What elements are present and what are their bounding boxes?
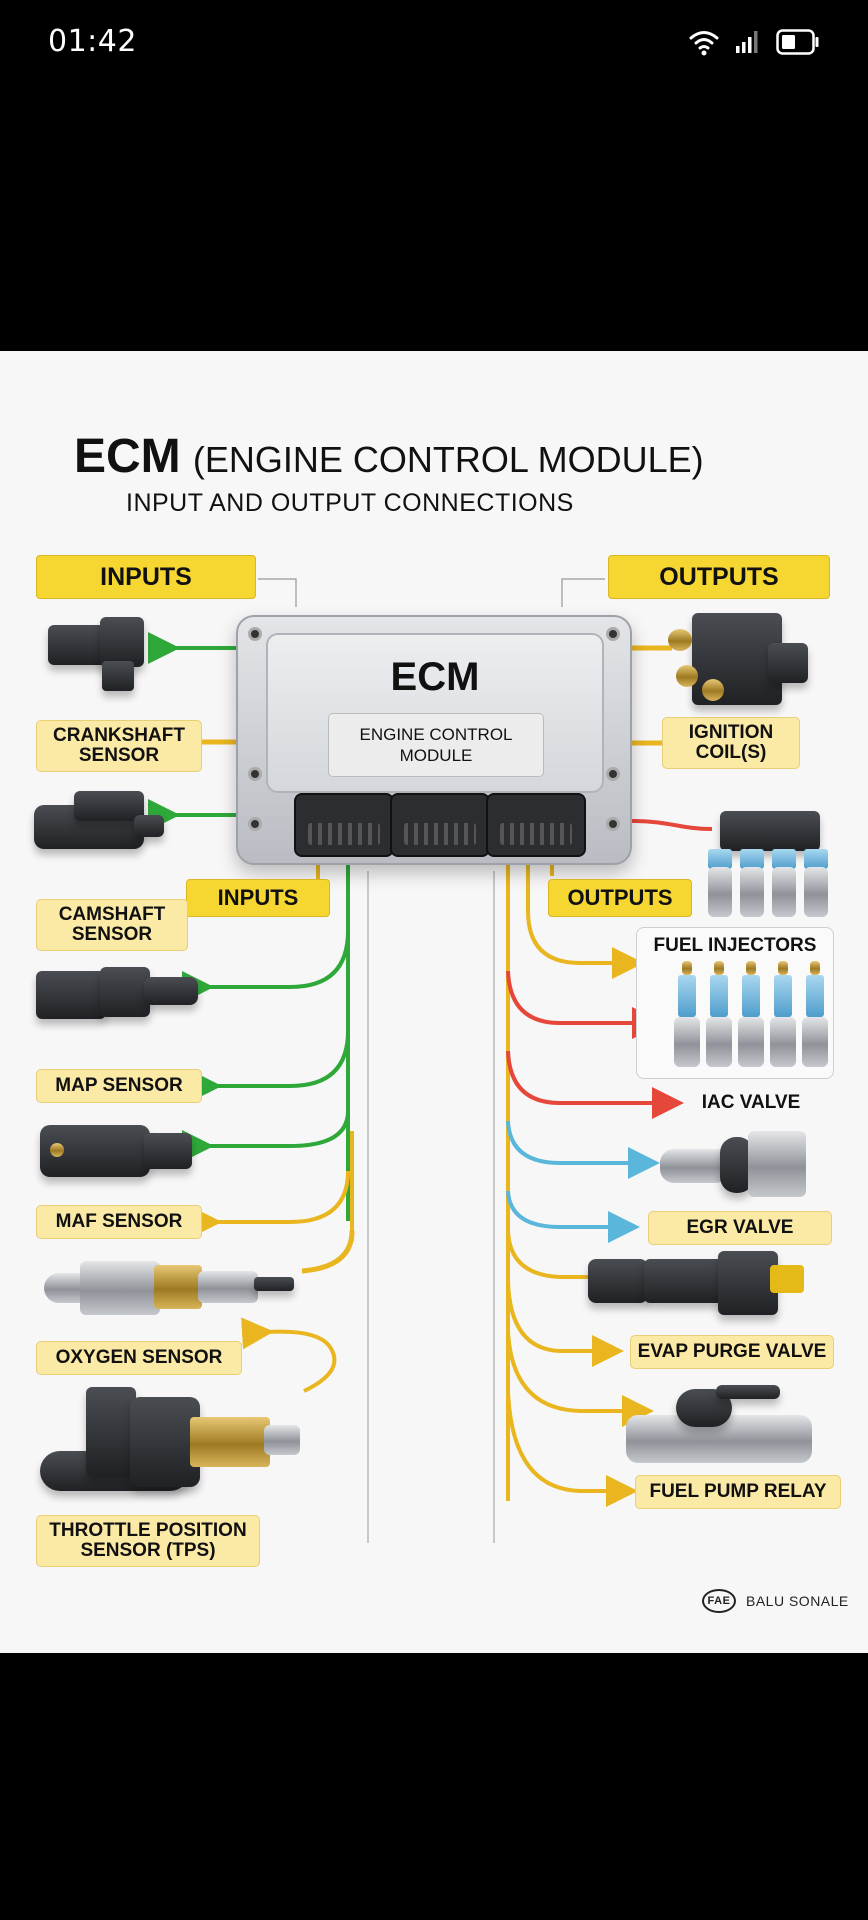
status-icons — [688, 28, 820, 56]
status-bar: 01:42 — [0, 0, 868, 90]
infographic-title: ECM (ENGINE CONTROL MODULE) — [74, 429, 704, 484]
throttle-position-sensor-illustration — [40, 1387, 330, 1507]
wire-iac-device — [506, 1120, 660, 1179]
outputs-sub-header: OUTPUTS — [548, 879, 692, 917]
outputs-header-leader — [561, 578, 605, 607]
wire-fuel-pump-relay — [506, 1390, 638, 1507]
iac-valve-illustration — [660, 1127, 810, 1207]
label-evap-purge-valve: EVAP PURGE VALVE — [630, 1335, 834, 1369]
crankshaft-sensor-illustration — [48, 613, 152, 693]
wire-evap-device — [506, 1230, 600, 1279]
title-acronym: ECM — [74, 430, 181, 483]
label-iac-valve: IAC VALVE — [701, 1092, 801, 1114]
wire-oxygen-sensor — [241, 1317, 337, 1393]
label-fuel-injectors: FUEL INJECTORS — [653, 935, 817, 957]
inputs-header: INPUTS — [36, 555, 256, 599]
map-sensor-illustration — [36, 957, 200, 1029]
ignition-coil-illustration — [668, 613, 812, 709]
infographic-subtitle: INPUT AND OUTPUT CONNECTIONS — [126, 489, 574, 517]
evap-purge-valve-illustration — [588, 1251, 810, 1331]
wire-egr-valve — [506, 1190, 640, 1243]
author-logo: FAE — [702, 1589, 736, 1613]
ecm-connector-right — [486, 793, 586, 857]
injector-rail-illustration — [700, 805, 840, 925]
wire-injector-red — [506, 970, 664, 1039]
author-name: BALU SONALE — [746, 1593, 849, 1609]
wire-map-sensor — [190, 1030, 350, 1102]
ecm-infographic: ECM (ENGINE CONTROL MODULE) INPUT AND OU… — [0, 351, 868, 1653]
ecm-module: ECM ENGINE CONTROL MODULE — [236, 615, 632, 865]
label-throttle-position-sensor: THROTTLE POSITION SENSOR (TPS) — [36, 1515, 260, 1567]
wire-fuel-pump-device — [506, 1330, 654, 1427]
label-camshaft-sensor: CAMSHAFT SENSOR — [36, 899, 188, 951]
label-ignition-coils: IGNITION COIL(S) — [662, 717, 800, 769]
status-time: 01:42 — [48, 24, 137, 59]
battery-icon — [776, 29, 819, 55]
bottom-blank-area — [0, 1653, 868, 1920]
screw-icon — [606, 817, 620, 831]
screw-icon — [606, 627, 620, 641]
screw-icon — [606, 767, 620, 781]
screw-icon — [248, 767, 262, 781]
ecm-nameplate: ENGINE CONTROL MODULE — [328, 713, 544, 777]
ecm-logo: ECM — [390, 655, 480, 699]
screw-icon — [248, 627, 262, 641]
wire-injector-rail — [631, 819, 713, 831]
label-oxygen-sensor: OXYGEN SENSOR — [36, 1341, 242, 1375]
label-maf-sensor: MAF SENSOR — [36, 1205, 202, 1239]
author-watermark: FAE BALU SONALE — [702, 1589, 849, 1613]
wire-oxygen-device — [301, 1230, 355, 1274]
inputs-sub-header: INPUTS — [186, 879, 330, 917]
camshaft-sensor-illustration — [34, 787, 168, 863]
wire-maf-sensor — [190, 1170, 350, 1238]
ecm-connector-left — [294, 793, 394, 857]
wire-iac-valve — [506, 1050, 684, 1119]
ecm-cover: ECM ENGINE CONTROL MODULE — [266, 633, 604, 793]
maf-sensor-illustration — [40, 1115, 194, 1183]
inputs-header-leader — [258, 578, 297, 607]
wire-camshaft-bottom — [182, 930, 350, 1003]
wiring-diagram — [148, 578, 713, 1543]
label-map-sensor: MAP SENSOR — [36, 1069, 202, 1103]
wire-map-device — [182, 1110, 350, 1162]
label-egr-valve: EGR VALVE — [648, 1211, 832, 1245]
cellular-signal-icon — [736, 31, 758, 53]
outputs-header: OUTPUTS — [608, 555, 830, 599]
ecm-connector-center — [390, 793, 490, 857]
fuel-injectors-panel — [636, 927, 834, 1079]
wire-evap-purge-valve — [506, 1280, 624, 1367]
fuel-injectors-illustration — [672, 961, 832, 1073]
label-fuel-pump-relay: FUEL PUMP RELAY — [635, 1475, 841, 1509]
screw-icon — [248, 817, 262, 831]
label-crankshaft-sensor: CRANKSHAFT SENSOR — [36, 720, 202, 772]
wifi-icon — [689, 31, 719, 56]
ecm-plate-line1: ENGINE CONTROL — [359, 724, 513, 744]
title-expansion: (ENGINE CONTROL MODULE) — [192, 439, 704, 480]
fuel-pump-relay-illustration — [626, 1381, 812, 1465]
oxygen-sensor-illustration — [44, 1251, 304, 1321]
wire-fuel-injectors — [526, 910, 644, 979]
ecm-plate-line2: MODULE — [399, 746, 473, 765]
